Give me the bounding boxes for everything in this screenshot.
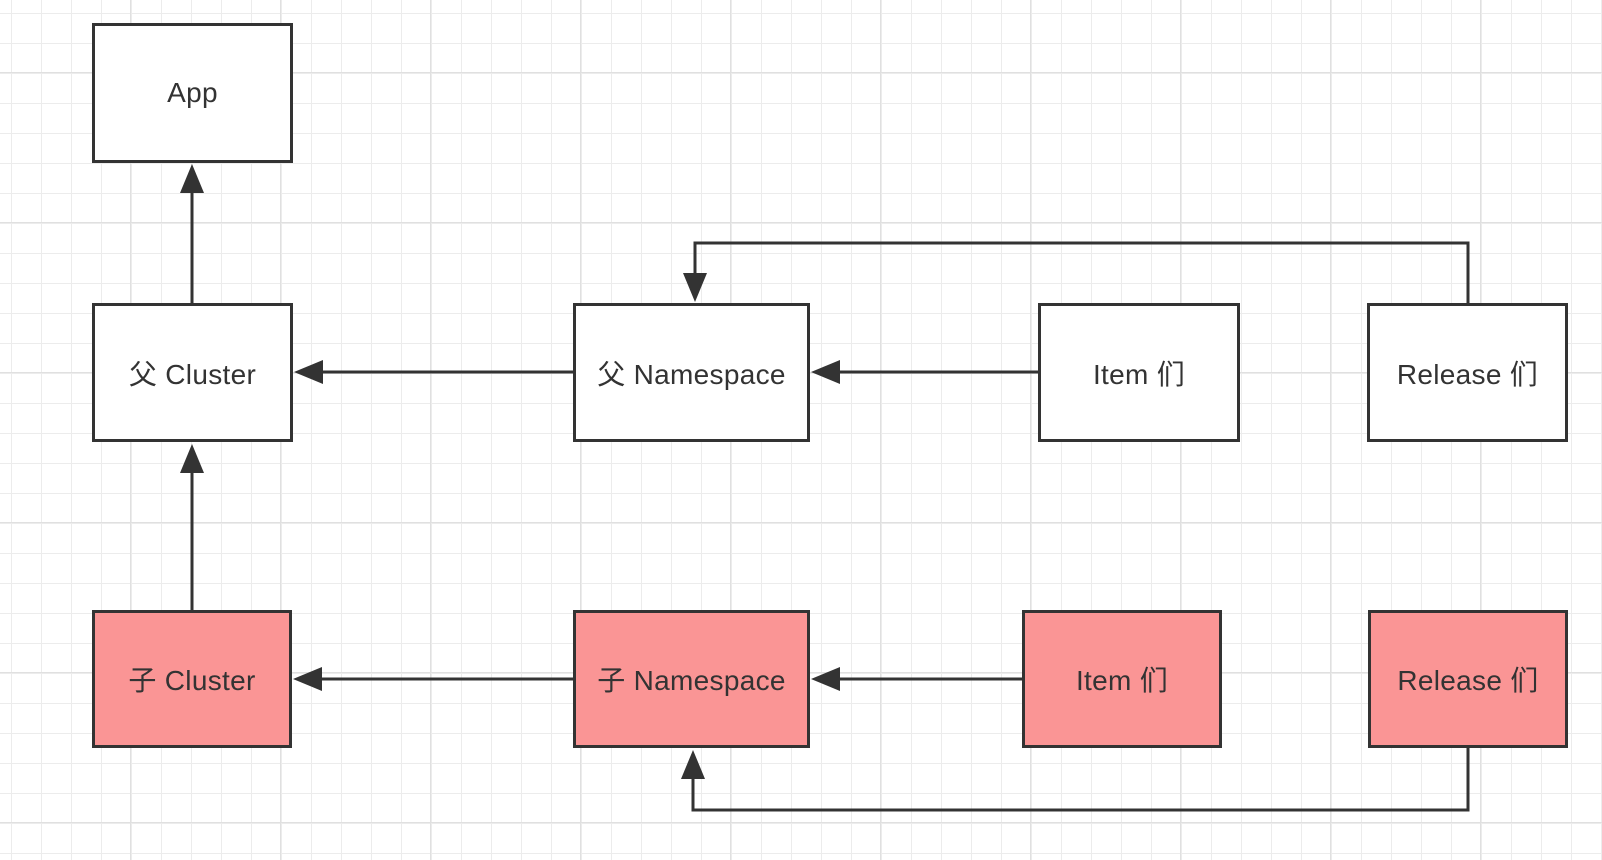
node-parent-releases-label: Release 们: [1396, 358, 1539, 390]
node-parent-namespace-label: 父 Namespace: [597, 358, 786, 390]
node-child-releases[interactable]: Release 们: [1368, 610, 1568, 748]
node-app[interactable]: App: [92, 23, 293, 163]
edge-child-releases-to-child-namespace: [681, 748, 1470, 812]
node-child-namespace-label: 子 Namespace: [597, 665, 786, 696]
edge-parent-namespace-to-parent-cluster: [294, 360, 573, 384]
node-parent-items[interactable]: Item 们: [1038, 303, 1240, 442]
node-child-cluster-label: 子 Cluster: [128, 665, 256, 696]
node-parent-items-label: Item 们: [1092, 358, 1186, 390]
node-app-label: App: [167, 77, 218, 108]
edge-child-items-to-child-namespace: [811, 667, 1022, 691]
node-parent-namespace[interactable]: 父 Namespace: [573, 303, 810, 442]
edge-child-cluster-to-parent-cluster: [180, 444, 204, 610]
node-parent-cluster[interactable]: 父 Cluster: [92, 303, 293, 442]
node-child-items[interactable]: Item 们: [1022, 610, 1222, 748]
node-parent-cluster-label: 父 Cluster: [128, 358, 257, 390]
node-child-items-label: Item 们: [1075, 665, 1169, 696]
edge-parent-cluster-to-app: [180, 164, 204, 303]
node-child-cluster[interactable]: 子 Cluster: [92, 610, 292, 748]
node-child-namespace[interactable]: 子 Namespace: [573, 610, 810, 748]
node-parent-releases[interactable]: Release 们: [1367, 303, 1568, 442]
edge-parent-items-to-parent-namespace: [811, 360, 1038, 384]
edge-parent-releases-to-parent-namespace: [683, 241, 1470, 303]
edge-child-namespace-to-child-cluster: [293, 667, 573, 691]
node-child-releases-label: Release 们: [1397, 665, 1539, 696]
